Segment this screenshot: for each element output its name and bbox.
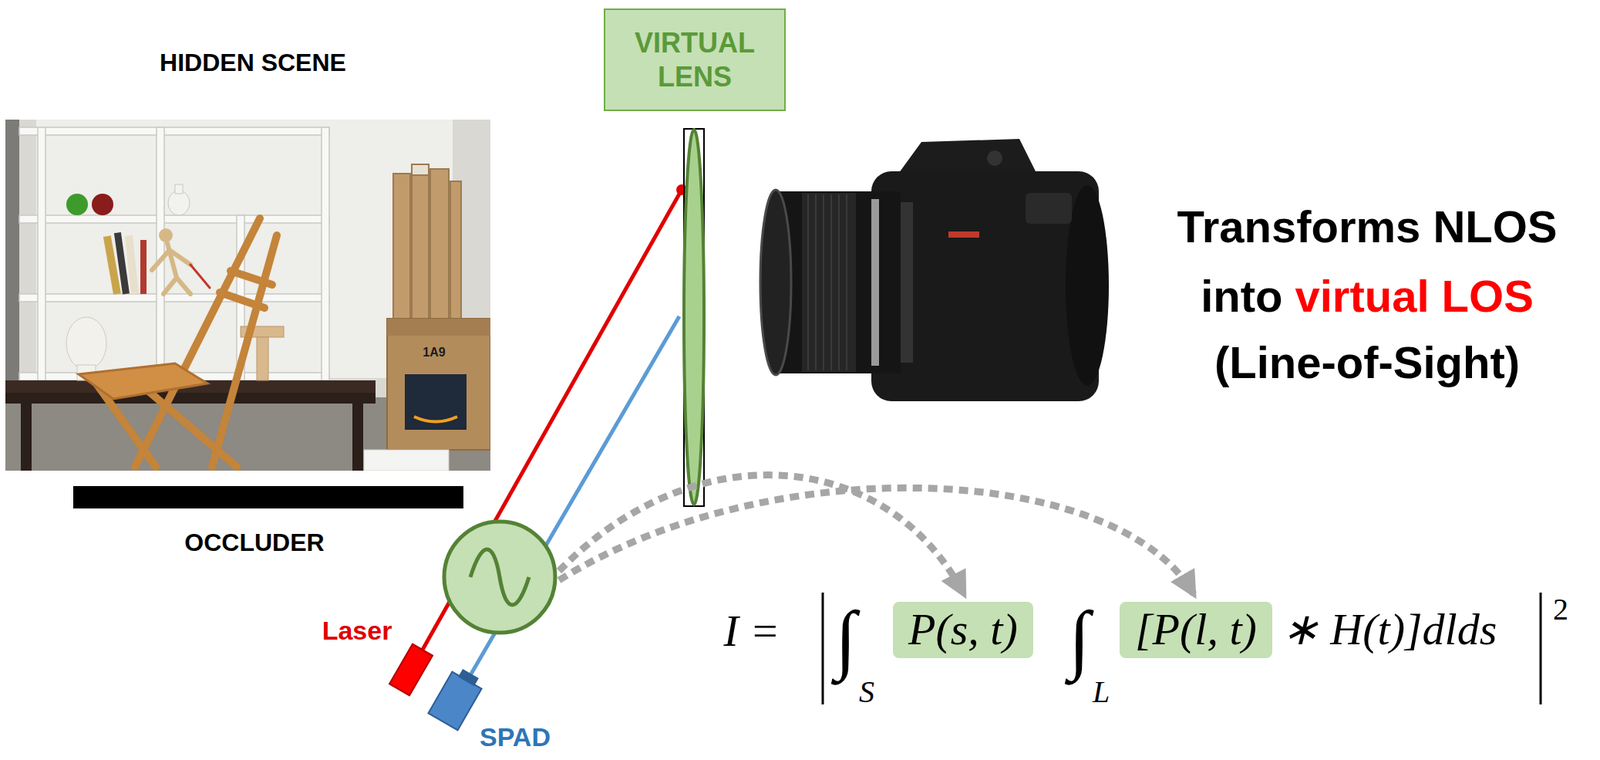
statement-highlight: virtual LOS (1294, 271, 1533, 321)
folding-chair-part (230, 270, 273, 285)
camera-part (948, 231, 980, 238)
cardboard-box (387, 318, 491, 450)
shelf-unit-part (19, 293, 330, 302)
shelf-unit-part (19, 127, 330, 135)
statement-line: into (1200, 271, 1283, 321)
cardboard-box-part (414, 416, 458, 422)
hidden-scene-photo-part (5, 119, 491, 471)
wooden-letter-part (256, 336, 269, 381)
box-print: 1A9 (422, 345, 445, 360)
integral-subscript: S (858, 674, 875, 709)
head-bust-part (66, 316, 107, 370)
dashed-arrow (559, 474, 964, 594)
shelf-unit-part (37, 127, 46, 381)
camera-part (1065, 185, 1109, 386)
statement-line: (Line-of-Sight) (1214, 337, 1520, 388)
dashed-arrow (559, 487, 1194, 594)
camera-part-part (830, 194, 832, 371)
vase-part (175, 184, 183, 194)
integral-subscript: L (1092, 674, 1110, 709)
laser-device-part (389, 643, 433, 696)
table-part (20, 403, 32, 471)
modulation-source-part (470, 549, 529, 605)
camera-part (871, 171, 1099, 401)
folding-chair (78, 218, 277, 467)
camera-part-part (845, 194, 848, 371)
camera-part (1025, 192, 1072, 224)
laser-label: Laser (322, 616, 393, 645)
lens-frame (683, 128, 704, 506)
mannequin-part (167, 242, 177, 278)
spad-device (427, 664, 486, 730)
camera-part-part (838, 194, 840, 371)
virtual-lens (683, 129, 704, 505)
stool (363, 449, 449, 471)
mannequin-part (151, 250, 169, 270)
cardboard-box-part (404, 373, 467, 430)
spad-device-part (458, 668, 479, 686)
integral-sign: ∫ (835, 596, 856, 681)
integral-sign: ∫ (1068, 596, 1090, 681)
occluder-label: OCCLUDER (184, 528, 324, 556)
shelf-unit (19, 127, 330, 381)
red-apple (91, 193, 114, 216)
cardboard-box-part (387, 318, 491, 336)
camera-part (777, 191, 901, 374)
folding-chair-part (219, 292, 265, 308)
vase (168, 184, 190, 216)
camera-part-part (822, 194, 825, 371)
green-apple (66, 193, 88, 216)
camera-part (801, 192, 856, 372)
hidden-scene-photo (5, 119, 491, 471)
formula-term: I = (724, 606, 781, 656)
modulation-source-part (444, 521, 556, 633)
books (103, 232, 147, 295)
formula-highlight: [P(l, t) (1119, 601, 1273, 658)
camera-part-part (807, 194, 809, 371)
mannequin-part (190, 264, 210, 288)
cardboard-tubes-part (411, 164, 429, 176)
books-part (140, 239, 147, 294)
node-text: P(s, t) (908, 603, 1018, 656)
laser-device (389, 643, 433, 696)
mannequin-part (176, 277, 191, 294)
spad-label: SPAD (479, 722, 551, 752)
table-part (5, 392, 376, 404)
mannequin-part (170, 250, 191, 265)
node-text: VIRTUAL LENS (613, 26, 777, 93)
camera-part-part (815, 194, 817, 371)
occluder-bar (73, 485, 464, 509)
text-row: intovirtual LOS (1200, 271, 1534, 321)
vase-part (168, 190, 190, 216)
mannequin-part (158, 228, 173, 243)
scene-title: HIDDEN SCENE (159, 49, 347, 77)
table-part (352, 403, 364, 471)
mannequin (151, 228, 210, 294)
books-part (124, 235, 139, 295)
laser-beam (422, 189, 682, 650)
camera (760, 138, 1109, 401)
shelf-unit-part (19, 215, 330, 223)
exponent: 2 (1552, 592, 1569, 627)
folding-chair-part (212, 235, 277, 467)
folding-chair-part (78, 363, 208, 399)
camera-part (760, 189, 792, 375)
formula-highlight: P(s, t) (892, 601, 1034, 658)
camera-part (986, 150, 1003, 166)
camera-part (808, 194, 847, 371)
shelf-unit-part (321, 127, 330, 381)
formula-term: ∗ H(t)]dlds (1281, 604, 1497, 654)
camera-part (871, 198, 880, 366)
modulation-source (444, 521, 556, 633)
mannequin-part (163, 277, 177, 294)
abs-bar (1539, 592, 1543, 704)
lens-label-box: VIRTUAL LENS (603, 8, 786, 112)
node-text: [P(l, t) (1135, 603, 1257, 656)
abs-bar (821, 592, 825, 704)
cardboard-box-part (387, 318, 491, 450)
statement-line: Transforms NLOS (1176, 202, 1557, 252)
